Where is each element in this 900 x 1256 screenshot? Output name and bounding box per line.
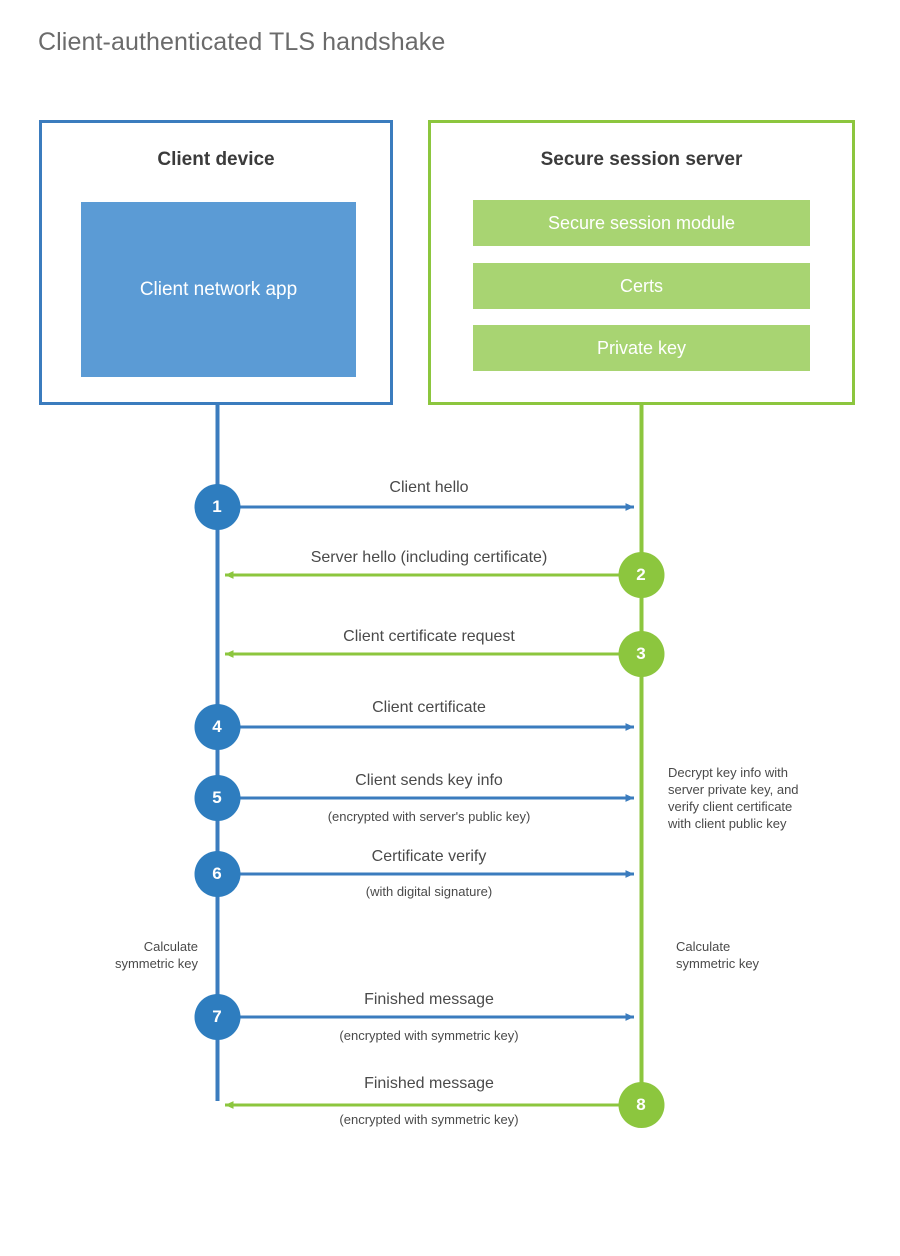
server-decrypt-note: Decrypt key info with server private key… [668, 764, 853, 832]
server-decrypt-note-line-4: with client public key [668, 816, 787, 831]
step-circle-7 [194, 994, 241, 1040]
server-module-private-key: Private key [473, 325, 810, 371]
server-calculate-symmetric-key-note: Calculate symmetric key [676, 938, 836, 972]
step-number-4: 4 [212, 717, 222, 736]
step-circle-5 [194, 775, 241, 821]
step-circle-3 [618, 631, 665, 677]
step-circle-1 [194, 484, 241, 530]
server-module-certs: Certs [473, 263, 810, 309]
message-sublabel-8: (encrypted with symmetric key) [339, 1112, 519, 1127]
step-circle-8 [618, 1082, 665, 1128]
message-label-2: Server hello (including certificate) [310, 549, 548, 566]
step-number-3: 3 [636, 644, 646, 663]
server-decrypt-note-line-3: verify client certificate [668, 799, 793, 814]
step-circle-6 [194, 851, 241, 897]
message-sublabel-6: (with digital signature) [365, 884, 493, 899]
message-sublabel-7: (encrypted with symmetric key) [339, 1028, 519, 1043]
client-device-title: Client device [157, 149, 275, 170]
message-label-1: Client hello [389, 479, 469, 496]
step-number-5: 5 [212, 788, 222, 807]
message-label-3: Client certificate request [343, 628, 515, 645]
step-number-1: 1 [212, 497, 222, 516]
message-label-6: Certificate verify [371, 848, 487, 865]
step-number-6: 6 [212, 864, 222, 883]
client-network-app-block: Client network app [81, 202, 356, 377]
message-label-5: Client sends key info [355, 772, 503, 789]
client-calculate-note-line-1: Calculate [143, 939, 198, 954]
step-circle-2 [618, 552, 665, 598]
client-calculate-symmetric-key-note: Calculate symmetric key [48, 938, 198, 972]
server-calculate-note-line-2: symmetric key [676, 956, 760, 971]
secure-session-server-box: Secure session server Secure session mod… [428, 120, 855, 405]
page-title: Client-authenticated TLS handshake [38, 28, 446, 56]
server-calculate-note-line-1: Calculate [676, 939, 731, 954]
message-label-4: Client certificate [372, 699, 486, 716]
step-circle-4 [194, 704, 241, 750]
server-decrypt-note-line-1: Decrypt key info with [668, 765, 788, 780]
message-label-7: Finished message [364, 991, 494, 1008]
client-calculate-note-line-2: symmetric key [114, 956, 198, 971]
secure-session-server-title: Secure session server [540, 149, 743, 170]
step-number-2: 2 [636, 565, 646, 584]
message-label-8: Finished message [364, 1075, 494, 1092]
message-sublabel-5: (encrypted with server's public key) [327, 809, 531, 824]
server-module-secure-session-module: Secure session module [473, 200, 810, 246]
step-number-8: 8 [636, 1095, 646, 1114]
step-number-7: 7 [212, 1007, 222, 1026]
server-decrypt-note-line-2: server private key, and [668, 782, 799, 797]
client-device-box: Client device Client network app [39, 120, 393, 405]
